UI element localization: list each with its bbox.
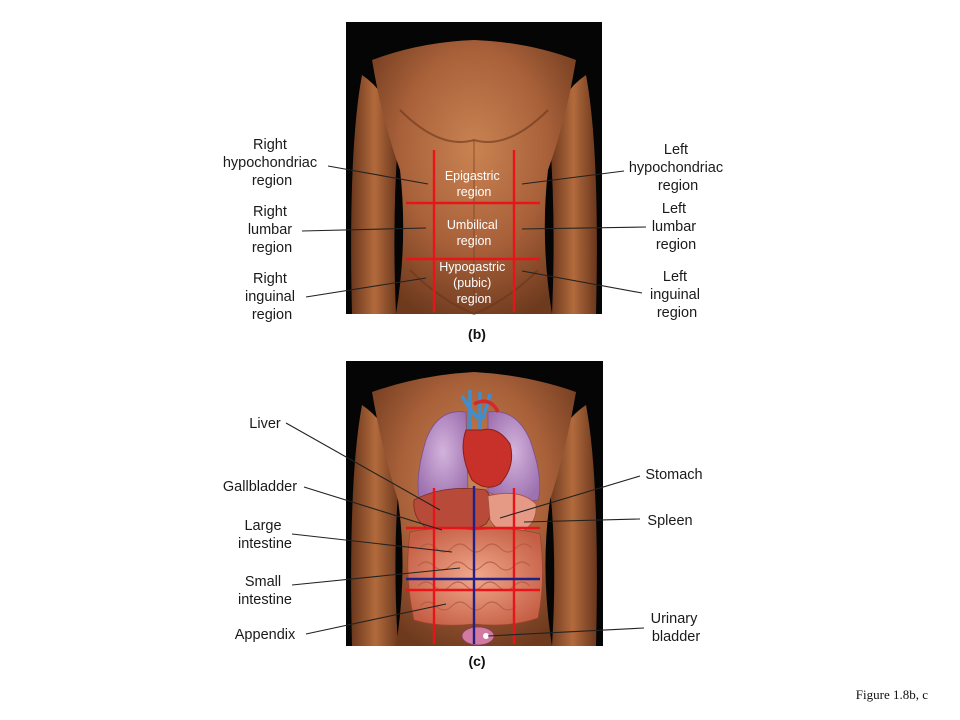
leader-liver bbox=[285, 422, 441, 511]
leader-left-inguinal bbox=[521, 270, 643, 294]
panel-c-label: (c) bbox=[468, 653, 485, 669]
leader-left-hypochondriac bbox=[521, 170, 625, 185]
aorta-vessels bbox=[460, 390, 492, 432]
panel-c-left-arm bbox=[548, 405, 597, 646]
leader-appendix bbox=[305, 603, 447, 635]
leader-stomach bbox=[499, 475, 641, 519]
liver bbox=[413, 488, 493, 534]
urinary-bladder-highlight bbox=[483, 633, 489, 639]
gallbladder-label: Gallbladder bbox=[223, 479, 297, 495]
urinary-bladder-label: Urinary bladder bbox=[651, 611, 702, 645]
leader-large-intestine bbox=[291, 533, 453, 553]
figure-caption: Figure 1.8b, c bbox=[855, 687, 928, 702]
epigastric-region-label: Epigastric region bbox=[445, 169, 503, 199]
panel-b-left-arm bbox=[550, 75, 597, 314]
left-inguinal-region-label: Left inguinal region bbox=[650, 269, 704, 321]
panel-b-right-arm bbox=[351, 75, 398, 314]
left-hypochondriac-region-label: Left hypochondriac region bbox=[629, 142, 727, 194]
appendix-label: Appendix bbox=[235, 627, 296, 643]
panel-c-right-arm bbox=[351, 405, 400, 646]
liver-label: Liver bbox=[249, 416, 281, 432]
leader-small-intestine bbox=[291, 567, 461, 586]
small-intestine-label: Small intestine bbox=[238, 574, 292, 608]
panel-b-label: (b) bbox=[468, 326, 486, 342]
panel-b: Epigastric region Umbilical region Hypog… bbox=[223, 22, 727, 342]
heart bbox=[462, 428, 513, 488]
leader-gallbladder bbox=[303, 486, 443, 531]
aortic-arch bbox=[473, 399, 500, 413]
right-inguinal-region-label: Right inguinal region bbox=[245, 271, 299, 323]
leader-right-hypochondriac bbox=[327, 165, 429, 185]
leader-left-lumbar bbox=[521, 226, 647, 230]
right-lumbar-region-label: Right lumbar region bbox=[248, 204, 296, 256]
leader-right-inguinal bbox=[305, 277, 427, 298]
leader-spleen bbox=[523, 518, 641, 523]
spleen-label: Spleen bbox=[647, 513, 692, 529]
umbilical-region-label: Umbilical region bbox=[447, 218, 501, 248]
stomach-label: Stomach bbox=[645, 467, 702, 483]
hypogastric-region-label: Hypogastric (pubic) region bbox=[439, 260, 508, 306]
left-lumbar-region-label: Left lumbar region bbox=[652, 201, 700, 253]
panel-c: Liver Gallbladder Large intestine Small … bbox=[223, 361, 703, 669]
panel-b-groin-shading bbox=[409, 269, 539, 316]
leader-urinary-bladder bbox=[487, 627, 645, 637]
leader-right-lumbar bbox=[301, 227, 427, 232]
large-intestine-label: Large intestine bbox=[238, 518, 292, 552]
right-hypochondriac-region-label: Right hypochondriac region bbox=[223, 137, 321, 189]
